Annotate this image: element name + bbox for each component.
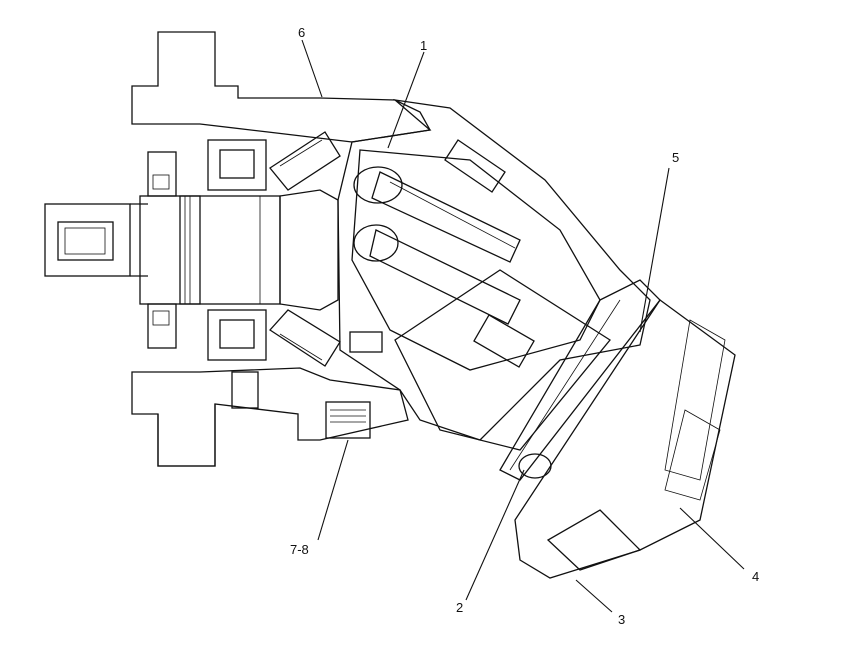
bent-axis-housing [337, 99, 651, 441]
leader-3 [575, 579, 613, 613]
leader-6 [301, 39, 323, 98]
vent-plug-upper [444, 139, 506, 193]
callout-5: 5 [672, 150, 679, 165]
housing-flange [131, 31, 432, 467]
shaft-seal-lower [147, 303, 177, 349]
callout-2: 2 [456, 600, 463, 615]
callout-3: 3 [618, 612, 625, 627]
callout-6: 6 [298, 25, 305, 40]
small-plug [231, 331, 383, 409]
leader-2 [465, 469, 525, 601]
callout-4: 4 [752, 569, 759, 584]
callout-1: 1 [420, 38, 427, 53]
piston-rod-upper [353, 166, 521, 263]
valve-pin [518, 453, 552, 479]
shaft-coupling [44, 203, 148, 277]
end-cover [514, 299, 736, 579]
callout-7-8: 7-8 [290, 542, 309, 557]
leader-5 [639, 167, 670, 333]
leader-1 [387, 51, 425, 149]
piston-rod-lower [353, 224, 535, 368]
drive-shaft [139, 189, 339, 311]
shaft-seal-upper [147, 151, 177, 197]
bearing-lower [207, 309, 341, 367]
leader-4 [679, 507, 745, 570]
drain-plug [325, 401, 371, 439]
leader-7-8 [317, 439, 349, 541]
port-plate [499, 279, 661, 481]
bearing-upper [207, 131, 341, 191]
leader-lines [301, 39, 745, 613]
